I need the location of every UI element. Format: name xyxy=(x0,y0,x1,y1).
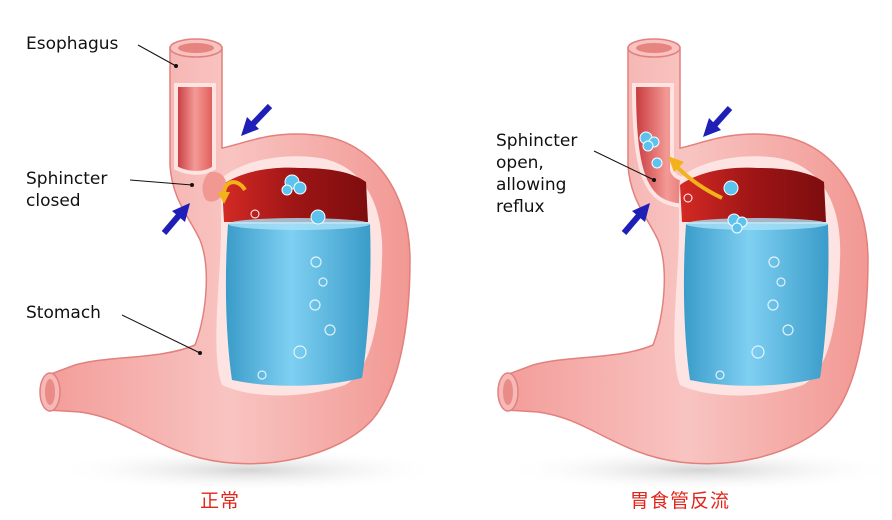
right-pressure-arrows xyxy=(621,105,733,235)
left-shadow xyxy=(50,448,450,492)
right-stomach xyxy=(497,38,892,492)
right-esophagus-lumen xyxy=(631,83,702,209)
right-reflux-arrow xyxy=(674,164,723,200)
right-bubbles xyxy=(639,131,748,234)
esophagus-label: Esophagus xyxy=(26,34,119,54)
sphincter-open-label: Sphincter open, allowing reflux xyxy=(496,131,578,217)
left-fluid-region xyxy=(225,224,371,386)
left-caption: 正常 xyxy=(199,490,240,512)
left-stomach xyxy=(39,38,450,492)
left-reflux-blocked-arrow xyxy=(222,180,247,195)
left-esophagus-lumen xyxy=(174,83,216,175)
stomach-label: Stomach xyxy=(26,303,101,323)
right-shadow xyxy=(500,448,892,492)
right-caption: 胃食管反流 xyxy=(629,490,730,512)
sphincter-closed-label: Sphincter closed xyxy=(26,169,108,211)
left-pressure-arrows xyxy=(161,103,273,235)
right-leader-lines xyxy=(593,150,655,181)
left-bubbles xyxy=(250,174,326,225)
right-fluid-region xyxy=(683,224,829,386)
left-acid-region xyxy=(222,167,368,222)
right-acid-region xyxy=(680,167,826,222)
left-leader-lines xyxy=(121,44,201,354)
